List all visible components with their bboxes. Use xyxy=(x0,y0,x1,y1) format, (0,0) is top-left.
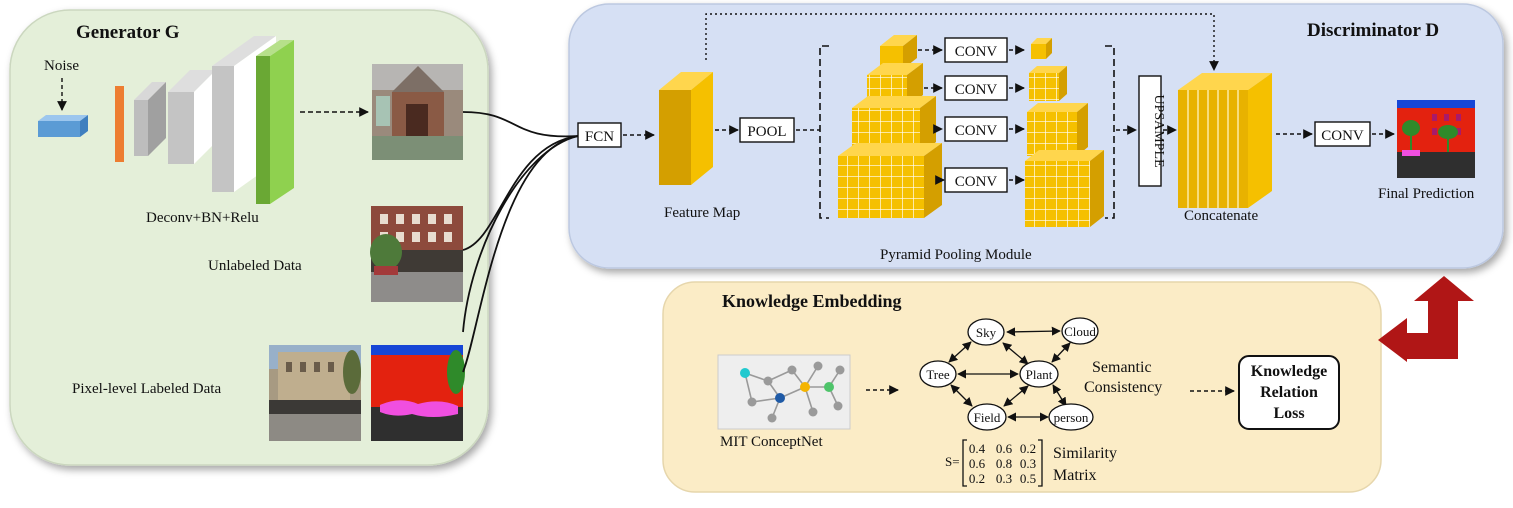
m00: 0.4 xyxy=(969,441,986,456)
unlabeled-image xyxy=(370,206,463,302)
m10: 0.6 xyxy=(969,456,986,471)
final-prediction-label: Final Prediction xyxy=(1378,186,1475,202)
ppm-conv-3: CONV xyxy=(933,116,1025,142)
labeled-photo xyxy=(269,345,361,441)
m01: 0.6 xyxy=(996,441,1013,456)
node-sky-label: Sky xyxy=(976,325,997,340)
similarity-label-1: Similarity xyxy=(1053,445,1117,462)
upsampled-level-3 xyxy=(1027,103,1088,156)
feedback-arrow xyxy=(1378,276,1474,362)
ppm-conv-4-label: CONV xyxy=(955,174,998,190)
node-tree xyxy=(919,360,957,388)
fcn-box xyxy=(577,122,622,148)
noise-label: Noise xyxy=(44,58,79,74)
ppm-conv-4: CONV xyxy=(935,167,1025,193)
generator-panel: Generator G Noise Deconv+BN+Relu xyxy=(9,9,489,466)
deconv-layers xyxy=(134,36,294,204)
similarity-label-2: Matrix xyxy=(1053,467,1097,484)
unlabeled-label: Unlabeled Data xyxy=(208,258,302,274)
skip-connection xyxy=(705,13,1219,71)
noise-vector xyxy=(38,115,88,137)
generated-image xyxy=(372,64,463,160)
feature-map-block xyxy=(659,72,713,185)
pool-box xyxy=(739,117,795,143)
fcn-label: FCN xyxy=(585,129,614,145)
node-sky xyxy=(967,318,1005,346)
generator-title: Generator G xyxy=(76,22,180,43)
loss-line-1: Knowledge xyxy=(1251,363,1327,380)
node-field-label: Field xyxy=(974,410,1001,425)
node-plant-label: Plant xyxy=(1026,367,1053,382)
upsampled-level-2 xyxy=(1029,66,1067,101)
node-plant xyxy=(1019,360,1059,388)
ppm-conv-2-label: CONV xyxy=(955,82,998,98)
label-map xyxy=(371,345,465,441)
final-conv-label: CONV xyxy=(1321,128,1364,144)
node-person xyxy=(1048,403,1094,431)
node-person-label: person xyxy=(1054,410,1089,425)
concatenate-block xyxy=(1178,73,1272,208)
m02: 0.2 xyxy=(1020,441,1036,456)
knowledge-graph: Sky Cloud Tree Plant Field person xyxy=(919,317,1099,431)
ppm-conv-1: CONV xyxy=(918,37,1025,63)
node-tree-label: Tree xyxy=(926,367,950,382)
conceptnet-graph-icon xyxy=(717,354,851,430)
loss-box xyxy=(1238,355,1340,430)
upsampled-level-4 xyxy=(1025,150,1104,227)
knowledge-title: Knowledge Embedding xyxy=(722,291,902,311)
conceptnet-label: MIT ConceptNet xyxy=(720,434,823,450)
pyramid-level-1 xyxy=(880,35,917,69)
discriminator-title: Discriminator D xyxy=(1307,20,1439,41)
node-cloud-label: Cloud xyxy=(1064,324,1096,339)
loss-line-3: Loss xyxy=(1273,405,1304,422)
similarity-matrix: S= 0.4 0.6 0.2 0.6 0.8 0.3 0.2 0.3 0.5 xyxy=(945,439,1043,487)
pool-label: POOL xyxy=(747,124,786,140)
upsample-label: UPSAMPLE xyxy=(1151,94,1166,167)
node-cloud xyxy=(1061,317,1099,345)
matrix-prefix: S= xyxy=(945,454,960,469)
feature-map-label: Feature Map xyxy=(664,205,740,221)
ppm-label: Pyramid Pooling Module xyxy=(880,247,1032,263)
ppm-conv-3-label: CONV xyxy=(955,123,998,139)
pyramid-pooling-module: CONV CONV CONV CONV xyxy=(796,35,1115,227)
node-field xyxy=(967,403,1007,431)
ppm-conv-1-label: CONV xyxy=(955,44,998,60)
labeled-label: Pixel-level Labeled Data xyxy=(72,381,221,397)
semantic-label-1: Semantic xyxy=(1092,359,1152,376)
latent-bar xyxy=(115,86,124,162)
upsampled-level-1 xyxy=(1031,38,1052,59)
loss-line-2: Relation xyxy=(1260,384,1318,401)
pyramid-level-4 xyxy=(838,143,942,218)
final-prediction-image xyxy=(1397,100,1475,178)
m21: 0.3 xyxy=(996,471,1012,486)
m11: 0.8 xyxy=(996,456,1012,471)
concatenate-label: Concatenate xyxy=(1184,208,1258,224)
ppm-conv-2: CONV xyxy=(924,75,1025,101)
m20: 0.2 xyxy=(969,471,985,486)
m22: 0.5 xyxy=(1020,471,1036,486)
upsample-box xyxy=(1138,75,1162,187)
final-conv-box xyxy=(1314,121,1371,147)
deconv-label: Deconv+BN+Relu xyxy=(146,210,259,226)
input-curves xyxy=(462,111,579,373)
m12: 0.3 xyxy=(1020,456,1036,471)
semantic-label-2: Consistency xyxy=(1084,379,1162,396)
